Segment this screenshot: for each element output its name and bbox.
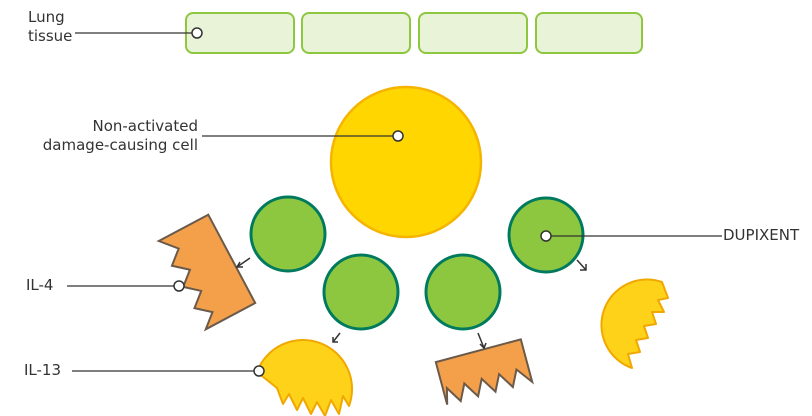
il13-receptor-shape-icon (600, 278, 669, 369)
lung-label-line2: tissue (28, 27, 73, 45)
arrow-icon (576, 259, 587, 271)
tissue-cell (418, 12, 528, 54)
il4-receptor-shape-icon (434, 338, 534, 405)
lung-tissue (185, 12, 643, 54)
antibodies (249, 195, 585, 331)
lung-label-line1: Lung (28, 8, 65, 26)
antibody-circle-icon (424, 253, 502, 331)
cell-label-line1: Non-activated (92, 117, 198, 135)
arrow-icon (332, 332, 341, 343)
arrow-icon (477, 332, 487, 350)
leader-lines (67, 32, 722, 372)
il13-label: IL-13 (24, 361, 62, 379)
cell-label-line2: damage-causing cell (42, 136, 198, 154)
dot-icon (540, 230, 552, 242)
il13-receptor-shape-icon (256, 339, 354, 416)
dot-icon (191, 27, 203, 39)
antibody-circle-icon (249, 195, 327, 273)
il4-receptor-shape-icon (156, 213, 257, 332)
leader-dots (173, 27, 552, 377)
dupixent-label: DUPIXENT (723, 226, 800, 244)
dot-icon (392, 130, 404, 142)
tissue-cell (301, 12, 411, 54)
damage-causing-cell (329, 85, 483, 239)
cell-label: Non-activated damage-causing cell (43, 117, 198, 155)
arrows (235, 257, 587, 350)
il4-label: IL-4 (26, 276, 54, 294)
arrow-icon (235, 257, 251, 268)
antibody-circle-icon (322, 253, 400, 331)
dot-icon (173, 280, 185, 292)
lung-tissue-label: Lung tissue (28, 8, 72, 46)
tissue-cell (535, 12, 643, 54)
dot-icon (253, 365, 265, 377)
